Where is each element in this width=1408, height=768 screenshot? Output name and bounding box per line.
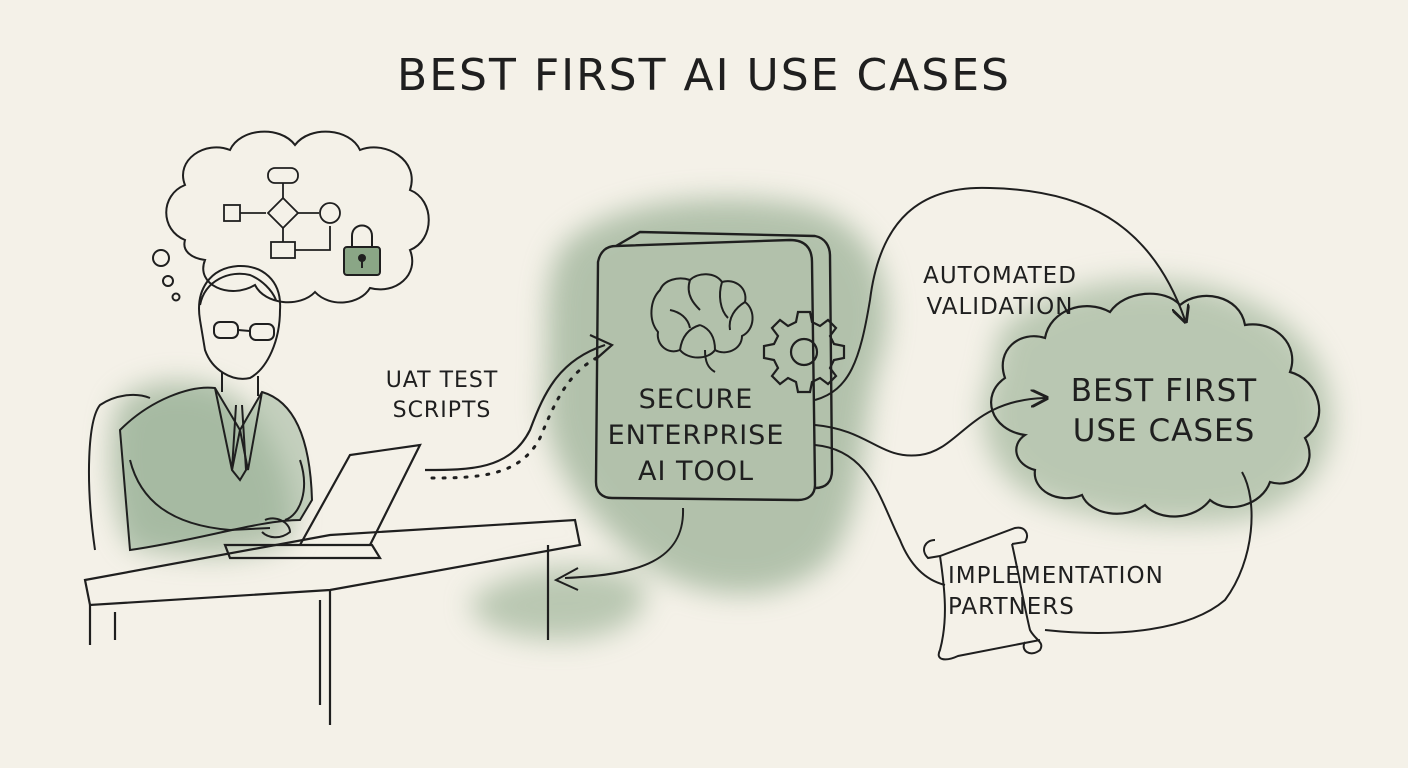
- ai-tool-box: [594, 230, 834, 502]
- implementation-partners-label: IMPLEMENTATION PARTNERS: [948, 563, 1164, 620]
- person-figure: [88, 264, 314, 552]
- flowchart-icon: [223, 167, 341, 259]
- brain-icon: [650, 273, 754, 373]
- desk: [83, 518, 582, 725]
- diagram-title: BEST FIRST AI USE CASES: [397, 50, 1011, 101]
- uat-test-scripts-label: UAT TEST SCRIPTS: [385, 368, 499, 423]
- gear-icon: [762, 310, 846, 394]
- secure-ai-tool-label: SECURE ENTERPRISE AI TOOL: [607, 384, 785, 487]
- return-arrow: [553, 507, 685, 591]
- best-first-use-cases-label: BEST FIRST USE CASES: [1070, 373, 1258, 449]
- thought-bubble: [152, 130, 430, 304]
- lock-icon: [343, 224, 381, 276]
- best-use-cases-cloud: [990, 292, 1321, 518]
- automated-validation-label: AUTOMATED VALIDATION: [923, 263, 1077, 320]
- scroll-icon: [923, 526, 1043, 661]
